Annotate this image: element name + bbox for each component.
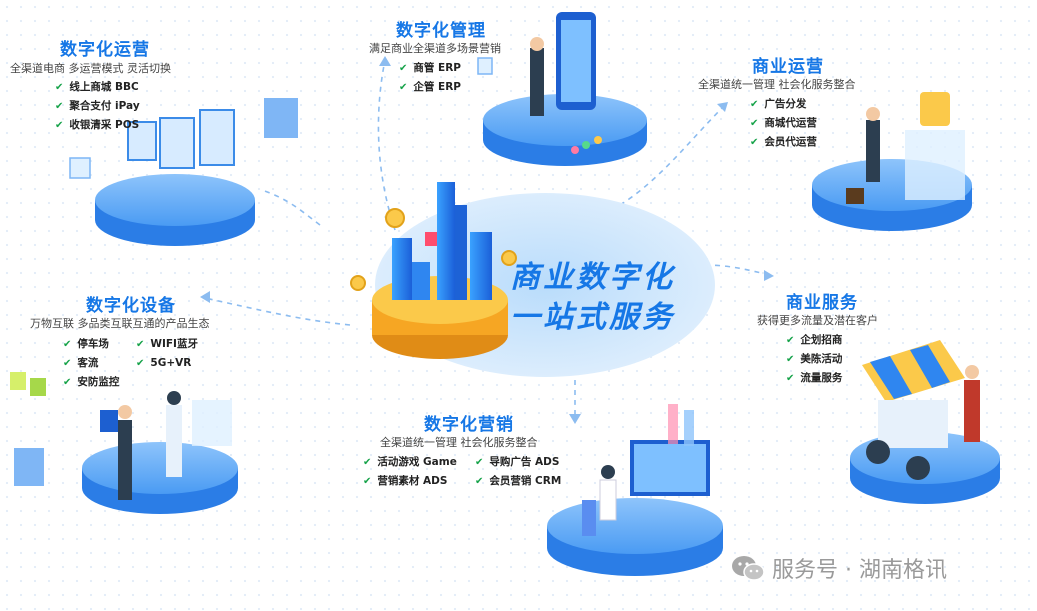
wechat-icon: [732, 556, 765, 581]
section-marketing-subtitle: 全渠道统一管理 社会化服务整合: [380, 436, 538, 449]
list-item: ✔停车场: [63, 338, 109, 350]
list-item: ✔活动游戏 Game: [363, 456, 457, 468]
list-item: ✔聚合支付 iPay: [55, 100, 140, 112]
list-item: ✔企划招商: [786, 334, 843, 346]
section-ops-items: ✔线上商城 BBC ✔聚合支付 iPay ✔收银清采 POS: [55, 78, 140, 135]
check-icon: ✔: [55, 82, 64, 93]
list-item: ✔商管 ERP: [399, 62, 461, 74]
section-ops: 数字化运营: [58, 35, 150, 60]
section-service-subtitle: 获得更多流量及潜在客户: [757, 314, 878, 327]
center-label-line1: 商业数字化: [510, 260, 675, 295]
section-bizops-subtitle: 全渠道统一管理 社会化服务整合: [698, 78, 856, 91]
center-city-illustration: [350, 182, 517, 359]
platform-service: [850, 340, 1000, 504]
check-icon: ✔: [786, 373, 795, 384]
section-bizops-items: ✔广告分发 ✔商城代运营 ✔会员代运营: [750, 95, 817, 152]
list-item: ✔导购广告 ADS: [475, 456, 560, 468]
list-item: ✔线上商城 BBC: [55, 81, 139, 93]
check-icon: ✔: [63, 339, 72, 350]
list-item: ✔收银清采 POS: [55, 119, 140, 131]
list-item: ✔商城代运营: [750, 117, 817, 129]
section-title: 数字化运营: [60, 40, 150, 60]
platform-marketing: [547, 404, 723, 576]
check-icon: ✔: [363, 476, 372, 487]
check-icon: ✔: [63, 358, 72, 369]
check-icon: ✔: [786, 335, 795, 346]
check-icon: ✔: [750, 118, 759, 129]
section-marketing-items-right: ✔导购广告 ADS ✔会员营销 CRM: [475, 453, 561, 491]
section-mgmt-subtitle: 满足商业全渠道多场景营销: [369, 42, 501, 55]
section-mgmt-title: 数字化管理: [396, 21, 486, 41]
platform-ops: [69, 98, 298, 246]
list-item: ✔客流: [63, 357, 99, 369]
section-mgmt-items: ✔商管 ERP ✔企管 ERP: [399, 59, 461, 97]
center-label: 商业数字化 一站式服务: [510, 258, 675, 338]
list-item: ✔美陈活动: [786, 353, 843, 365]
platform-device: [10, 372, 238, 514]
list-item: ✔5G+VR: [136, 357, 192, 369]
section-bizops-title: 商业运营: [752, 57, 824, 77]
list-item: ✔会员营销 CRM: [475, 475, 562, 487]
check-icon: ✔: [63, 377, 72, 388]
list-item: ✔营销素材 ADS: [363, 475, 448, 487]
check-icon: ✔: [750, 137, 759, 148]
section-service-items: ✔企划招商 ✔美陈活动 ✔流量服务: [786, 331, 842, 388]
list-item: ✔会员代运营: [750, 136, 817, 148]
section-device-items-right: ✔WIFI蓝牙 ✔5G+VR: [136, 335, 198, 373]
section-device-subtitle: 万物互联 多品类互联互通的产品生态: [30, 317, 210, 330]
list-item: ✔WIFI蓝牙: [136, 338, 198, 350]
check-icon: ✔: [475, 457, 484, 468]
check-icon: ✔: [55, 101, 64, 112]
section-device-items-left: ✔停车场 ✔客流 ✔安防监控: [63, 335, 119, 392]
section-device-title: 数字化设备: [86, 296, 176, 316]
check-icon: ✔: [55, 120, 64, 131]
check-icon: ✔: [136, 358, 145, 369]
section-service-title: 商业服务: [786, 293, 858, 313]
check-icon: ✔: [475, 476, 484, 487]
check-icon: ✔: [399, 82, 408, 93]
section-marketing-title: 数字化营销: [424, 415, 514, 435]
section-marketing-items-left: ✔活动游戏 Game ✔营销素材 ADS: [363, 453, 457, 491]
list-item: ✔安防监控: [63, 376, 120, 388]
check-icon: ✔: [363, 457, 372, 468]
check-icon: ✔: [399, 63, 408, 74]
check-icon: ✔: [786, 354, 795, 365]
center-label-line2: 一站式服务: [510, 300, 675, 335]
watermark: 服务号 · 湖南格讯: [730, 552, 947, 584]
list-item: ✔广告分发: [750, 98, 807, 110]
list-item: ✔企管 ERP: [399, 81, 461, 93]
check-icon: ✔: [136, 339, 145, 350]
platform-bizops: [812, 92, 972, 231]
platform-mgmt: [477, 12, 647, 166]
section-subtitle: 全渠道电商 多运营模式 灵活切换: [10, 62, 171, 75]
watermark-text: 服务号 · 湖南格讯: [772, 558, 947, 583]
list-item: ✔流量服务: [786, 372, 843, 384]
connector-arrowheads: [200, 56, 774, 424]
check-icon: ✔: [750, 99, 759, 110]
